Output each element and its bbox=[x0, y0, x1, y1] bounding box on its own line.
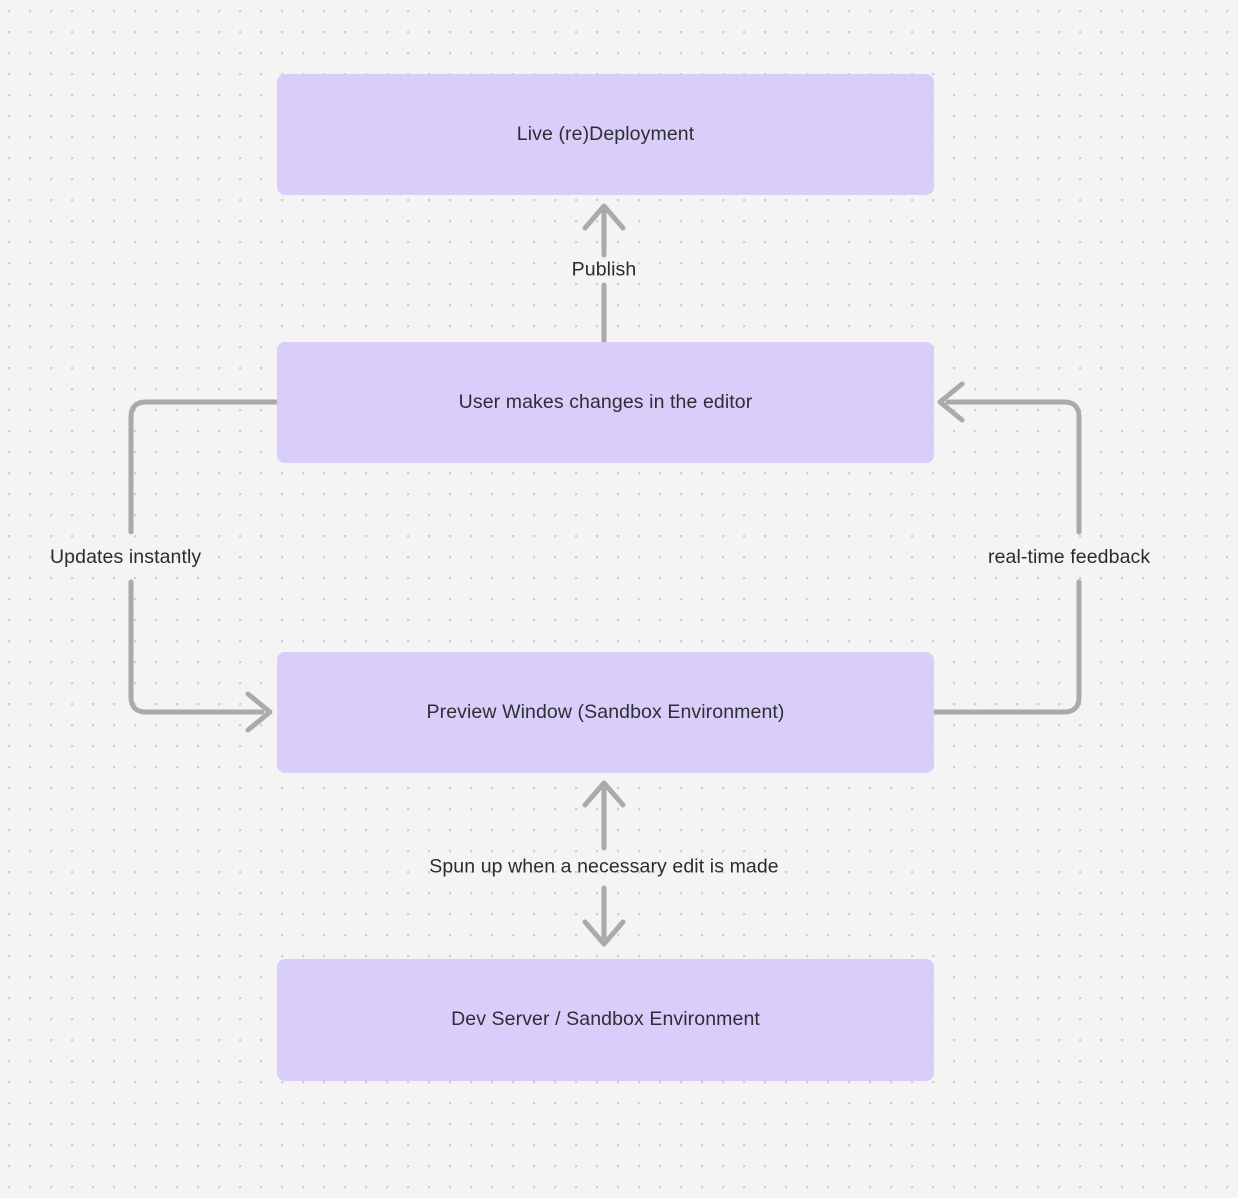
edge-label-publish: Publish bbox=[571, 258, 637, 281]
node-dev-server-label: Dev Server / Sandbox Environment bbox=[451, 1008, 760, 1031]
node-live-deployment[interactable]: Live (re)Deployment bbox=[277, 74, 934, 195]
node-preview-window-label: Preview Window (Sandbox Environment) bbox=[426, 700, 785, 723]
edge-label-spun-up: Spun up when a necessary edit is made bbox=[429, 855, 779, 878]
node-preview-window[interactable]: Preview Window (Sandbox Environment) bbox=[277, 652, 934, 773]
edge-label-real-time-feedback: real-time feedback bbox=[988, 546, 1151, 568]
node-user-edits[interactable]: User makes changes in the editor bbox=[277, 342, 934, 463]
node-user-edits-label: User makes changes in the editor bbox=[458, 390, 753, 413]
node-dev-server[interactable]: Dev Server / Sandbox Environment bbox=[277, 959, 934, 1081]
edge-label-updates-instantly: Updates instantly bbox=[50, 546, 202, 568]
node-live-deployment-label: Live (re)Deployment bbox=[516, 122, 695, 145]
